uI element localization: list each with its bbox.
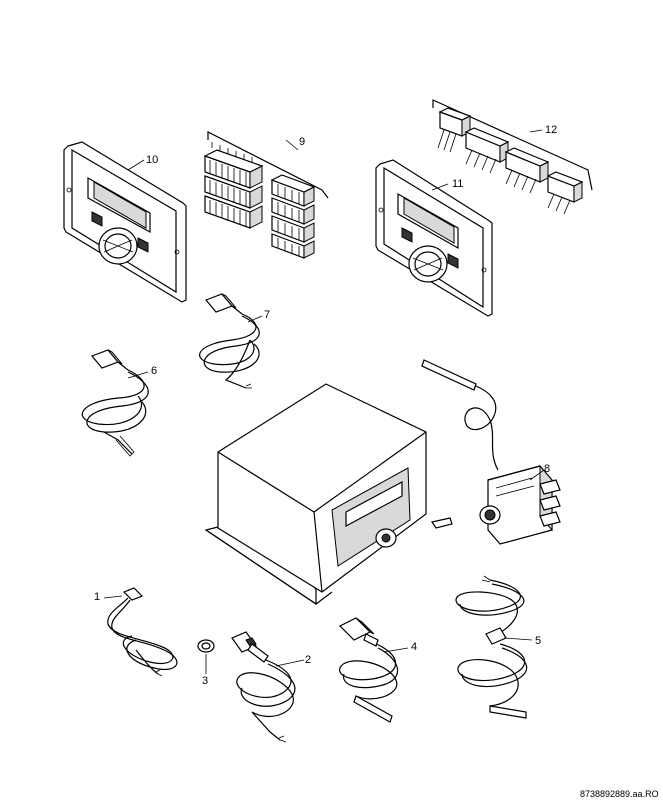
sealing-ring-3 — [197, 639, 215, 653]
cable-sensor-1 — [107, 587, 178, 677]
part-label-11: 11 — [452, 178, 463, 190]
control-panel-11 — [375, 159, 493, 317]
part-label-6: 6 — [151, 365, 157, 377]
plug-cable-7 — [199, 293, 260, 389]
reference-code: 8738892889.aa.RO — [580, 789, 659, 799]
connector-sensor-4 — [338, 617, 399, 723]
control-panel-10 — [63, 141, 187, 303]
part-label-10: 10 — [146, 154, 158, 166]
plug-sensor-6 — [81, 349, 149, 457]
thermostat-8 — [421, 359, 561, 545]
part-label-4: 4 — [411, 641, 417, 653]
part-number-labels: 10 9 11 12 7 6 8 1 2 3 4 5 — [94, 124, 557, 687]
part-label-7: 7 — [264, 309, 270, 321]
part-label-3: 3 — [202, 675, 208, 687]
part-label-8: 8 — [544, 463, 550, 475]
threaded-sensor-2 — [231, 631, 296, 743]
dual-cable-sensor-5 — [455, 575, 528, 719]
part-label-9: 9 — [299, 136, 305, 148]
part-label-12: 12 — [545, 124, 557, 136]
terminal-set-12 — [432, 99, 593, 215]
central-housing — [204, 383, 453, 606]
part-label-1: 1 — [94, 591, 100, 603]
part-label-5: 5 — [535, 635, 541, 647]
part-label-2: 2 — [305, 654, 311, 666]
leader-lines — [103, 129, 545, 674]
terminal-set-9 — [203, 131, 329, 259]
